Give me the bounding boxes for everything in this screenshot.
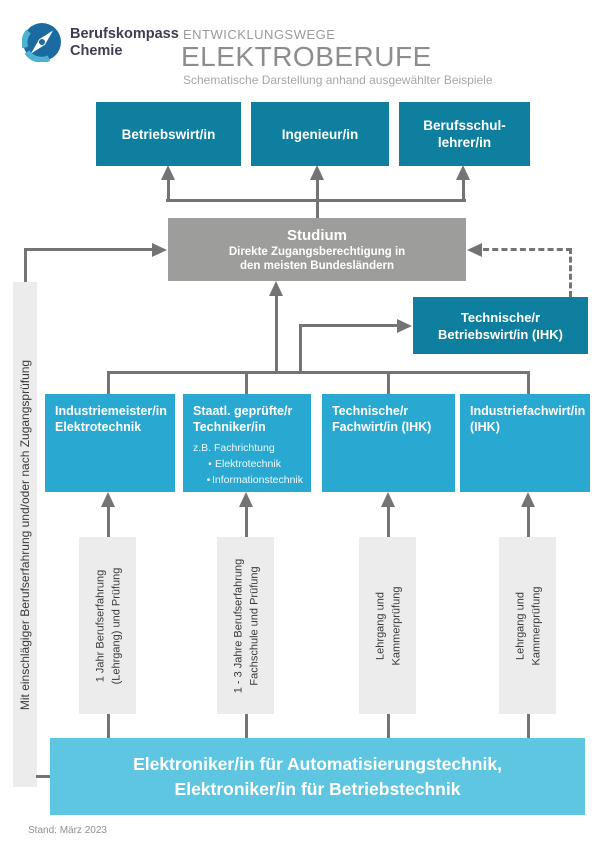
arrow-up-icon (521, 492, 535, 507)
arrow-line-lehrer (461, 179, 465, 202)
box-betriebswirt: Betriebswirt/in (96, 102, 241, 166)
arrow-line-p3 (386, 505, 390, 537)
sidebar-to-studium-line (25, 248, 153, 251)
box-industriefachwirt: Industriefachwirt/in (IHK) (460, 394, 590, 492)
dashed-line-vertical (569, 248, 572, 297)
pathbox-label: Lehrgang und Kammerprüfung (373, 586, 402, 665)
arrow-up-icon (381, 492, 395, 507)
page-subtitle: Schematische Darstellung anhand ausgewäh… (183, 73, 493, 87)
arrow-up-icon (269, 281, 283, 296)
arrow-line-to-studium (274, 294, 278, 374)
bullet-label: Informationstechnik (211, 474, 303, 486)
box-ingenieur: Ingenieur/in (251, 102, 389, 166)
box-technischer-betriebswirt: Technische/r Betriebswirt/in (IHK) (413, 297, 588, 354)
arrow-up-icon (161, 165, 175, 180)
base-line-3 (386, 714, 390, 739)
pathbox-lehrgang-1: Lehrgang und Kammerprüfung (359, 537, 416, 714)
arrow-line-ingenieur (315, 179, 319, 218)
pathbox-label: Lehrgang und Kammerprüfung (513, 586, 542, 665)
box-title: Technische/r Fachwirt/in (IHK) (332, 404, 432, 434)
box-title: Staatl. geprüfte/r Techniker/in (193, 404, 293, 434)
arrow-right-icon (152, 242, 167, 257)
arrow-line-to-betriebswirt-v (299, 324, 302, 374)
box-note: z.B. Fachrichtung (193, 442, 275, 454)
stub-line-1 (106, 371, 110, 394)
pathbox-label: 1 - 3 Jahre Berufserfahrung Fachschule u… (231, 558, 260, 693)
bullet-item: • Informationstechnik (193, 473, 303, 487)
box-technischer-fachwirt: Technische/r Fachwirt/in (IHK) (322, 394, 455, 492)
page-title: ELEKTROBERUFE (181, 41, 432, 72)
arrow-right-icon (397, 318, 412, 333)
sidebar-label: Mit einschlägiger Berufserfahrung und/od… (18, 359, 32, 710)
arrow-up-icon (101, 492, 115, 507)
pathbox-berufserfahrung-1: 1 Jahr Berufserfahrung (Lehrgang) und Pr… (79, 537, 136, 714)
arrow-line-to-betriebswirt-h (299, 324, 398, 327)
box-industriemeister: Industriemeister/in Elektrotechnik (45, 394, 175, 492)
base-line-1 (106, 714, 110, 739)
sidebar-qualification-bar: Mit einschlägiger Berufserfahrung und/od… (13, 282, 37, 787)
box-title: Industriemeister/in Elektrotechnik (55, 404, 167, 434)
bullet-label: Elektrotechnik (215, 458, 281, 470)
sidebar-base-link-line (36, 775, 51, 778)
studium-subtitle: Direkte Zugangsberechtigung in den meist… (228, 245, 406, 272)
box-studium: Studium Direkte Zugangsberechtigung in d… (168, 218, 466, 281)
version-date: Stand: März 2023 (28, 825, 107, 836)
bullet-item: • Elektrotechnik (193, 457, 303, 471)
mid-rail-line (106, 371, 530, 374)
bullet-icon: • (206, 474, 211, 486)
arrow-line-p2 (244, 505, 248, 537)
box-title: Industriefachwirt/in (IHK) (470, 404, 586, 434)
bullet-icon: • (208, 458, 212, 470)
arrow-left-icon (467, 242, 482, 257)
box-techniker: Staatl. geprüfte/r Techniker/in z.B. Fac… (183, 394, 311, 492)
box-elektroniker: Elektroniker/in für Automatisierungstech… (50, 738, 585, 815)
compass-icon (22, 23, 61, 62)
sidebar-up-line (23, 248, 27, 282)
base-line-4 (526, 714, 530, 739)
studium-title: Studium (287, 226, 347, 244)
arrow-line-p4 (526, 505, 530, 537)
stub-line-2 (244, 371, 248, 394)
pathbox-lehrgang-2: Lehrgang und Kammerprüfung (499, 537, 556, 714)
pathbox-label: 1 Jahr Berufserfahrung (Lehrgang) und Pr… (93, 567, 122, 684)
brand-line2: Chemie (70, 43, 123, 59)
stub-line-3 (386, 371, 390, 394)
arrow-up-icon (310, 165, 324, 180)
arrow-line-betriebswirt (166, 179, 170, 202)
dashed-line-horizontal (483, 248, 572, 251)
arrow-up-icon (239, 492, 253, 507)
stub-line-4 (526, 371, 530, 394)
base-line-2 (244, 714, 248, 739)
brand-name: Berufskompass Chemie (70, 26, 179, 60)
arrow-line-p1 (106, 505, 110, 537)
arrow-up-icon (456, 165, 470, 180)
brand-line1: Berufskompass (70, 26, 179, 42)
page-kicker: ENTWICKLUNGSWEGE (183, 27, 336, 42)
box-berufsschullehrer: Berufsschul- lehrer/in (399, 102, 530, 166)
pathbox-berufserfahrung-2: 1 - 3 Jahre Berufserfahrung Fachschule u… (217, 537, 274, 714)
